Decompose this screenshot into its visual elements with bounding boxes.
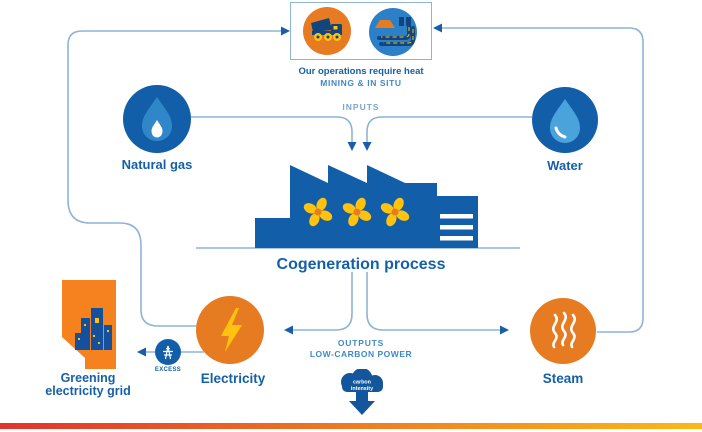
steam-label: Steam [542, 371, 584, 386]
operations-subheading: MINING & IN SITU [320, 78, 402, 88]
carbon-badge-line2: intensity [351, 386, 373, 392]
wire-process-to-steam [366, 272, 501, 331]
alberta-map-icon [62, 280, 116, 369]
insitu-circle [369, 8, 417, 56]
natural-gas-circle [123, 85, 191, 153]
carbon-badge-line1: carbon [353, 380, 371, 386]
mining-circle [303, 7, 351, 55]
turbine-icons [303, 197, 410, 227]
lightning-bolt-icon [221, 308, 242, 352]
arrowhead-into-operations-right [433, 23, 442, 33]
plant-vents [440, 214, 473, 241]
in-situ-facility-icon [375, 17, 415, 46]
arrowhead-into-electricity [284, 325, 293, 335]
wire-naturalgas-to-process [190, 116, 353, 143]
operations-box [290, 2, 432, 60]
arrowhead-water-input [362, 142, 372, 151]
wire-process-to-electricity [292, 272, 353, 331]
excess-label: EXCESS [154, 367, 182, 373]
wire-electricity-to-operations [67, 30, 283, 327]
mining-truck-icon [311, 18, 342, 41]
grid-label-line2: electricity grid [45, 384, 131, 398]
water-circle [532, 87, 598, 153]
flame-icon [142, 97, 172, 141]
arrowhead-gas-input [347, 142, 357, 151]
natural-gas-label: Natural gas [121, 157, 193, 172]
arrowhead-into-steam [500, 325, 509, 335]
process-label: Cogeneration process [276, 256, 446, 273]
grid-label: Greening electricity grid [18, 372, 158, 398]
wire-water-to-process [366, 116, 532, 143]
arrowhead-into-operations-left [281, 26, 290, 36]
grid-label-line1: Greening [60, 371, 116, 385]
electricity-circle [196, 296, 264, 364]
water-drop-icon [550, 99, 580, 143]
inputs-label: INPUTS [342, 102, 380, 112]
outputs-label: OUTPUTS [337, 338, 385, 348]
steam-circle [530, 298, 596, 364]
city-skyline-icon [75, 308, 112, 350]
outputs-subline: LOW-CARBON POWER [309, 349, 413, 359]
operations-heading: Our operations require heat [298, 66, 424, 77]
bottom-gradient-bar [0, 423, 702, 429]
arrowhead-into-grid [137, 347, 146, 357]
water-label: Water [547, 158, 583, 173]
cogeneration-plant-icon [255, 165, 478, 248]
carbon-cloud-down-arrow-icon: carbon intensity [341, 369, 383, 415]
steam-waves-icon [552, 311, 576, 349]
excess-circle [155, 339, 181, 365]
transmission-tower-icon [163, 345, 173, 360]
electricity-label: Electricity [200, 371, 266, 386]
wire-steam-to-operations [440, 27, 644, 333]
